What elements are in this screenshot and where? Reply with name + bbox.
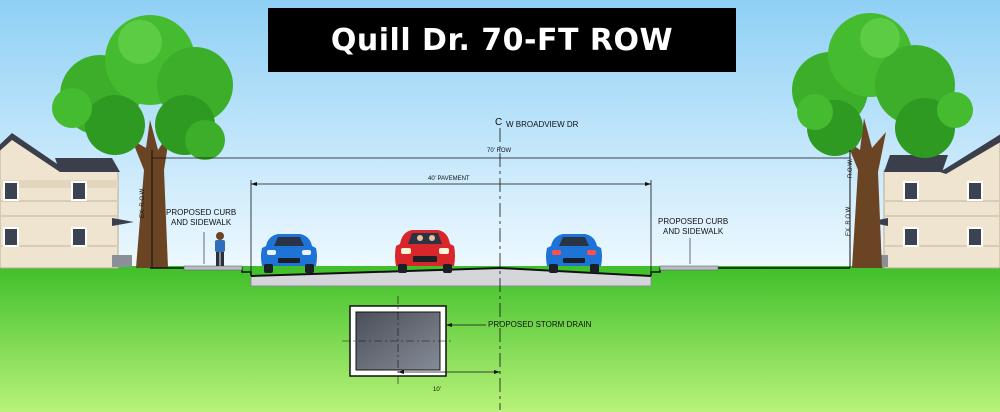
box-culvert-icon [342, 296, 454, 384]
right-top-dim-label: R.O.W. [848, 158, 854, 178]
curb-sidewalk-left-line-1: PROPOSED CURB [166, 208, 237, 217]
right-tree-icon [792, 13, 973, 268]
centerline-symbol: C [495, 117, 503, 128]
curb-sidewalk-left-label: PROPOSED CURB AND SIDEWALK [166, 208, 236, 228]
car-left-icon [261, 234, 317, 273]
right-house-icon [868, 134, 1000, 269]
curb-sidewalk-right-line-2: AND SIDEWALK [663, 227, 724, 236]
page-title: Quill Dr. 70-FT ROW [268, 8, 736, 72]
left-house-icon [0, 133, 134, 269]
curb-sidewalk-right-label: PROPOSED CURB AND SIDEWALK [658, 217, 728, 237]
curb-sidewalk-left-line-2: AND SIDEWALK [171, 218, 232, 227]
left-sidewalk [183, 265, 243, 271]
right-side-dim-label: EX. R.O.W. [846, 205, 852, 236]
curb-sidewalk-right-line-1: PROPOSED CURB [658, 217, 729, 226]
row-width-label: 70' ROW [487, 148, 512, 154]
right-sidewalk [659, 265, 719, 271]
left-tree-icon [52, 15, 233, 268]
pavement-width-label: 40' PAVEMENT [428, 176, 470, 182]
car-right-icon [546, 234, 602, 273]
drain-offset-label: 10' [433, 387, 441, 393]
left-side-dim-label: EX. R.O.W. [140, 187, 146, 218]
centerline-label: W BROADVIEW DR [506, 120, 579, 129]
car-center-icon [395, 230, 455, 273]
person-icon [215, 232, 225, 266]
storm-drain-label: PROPOSED STORM DRAIN [488, 320, 592, 329]
